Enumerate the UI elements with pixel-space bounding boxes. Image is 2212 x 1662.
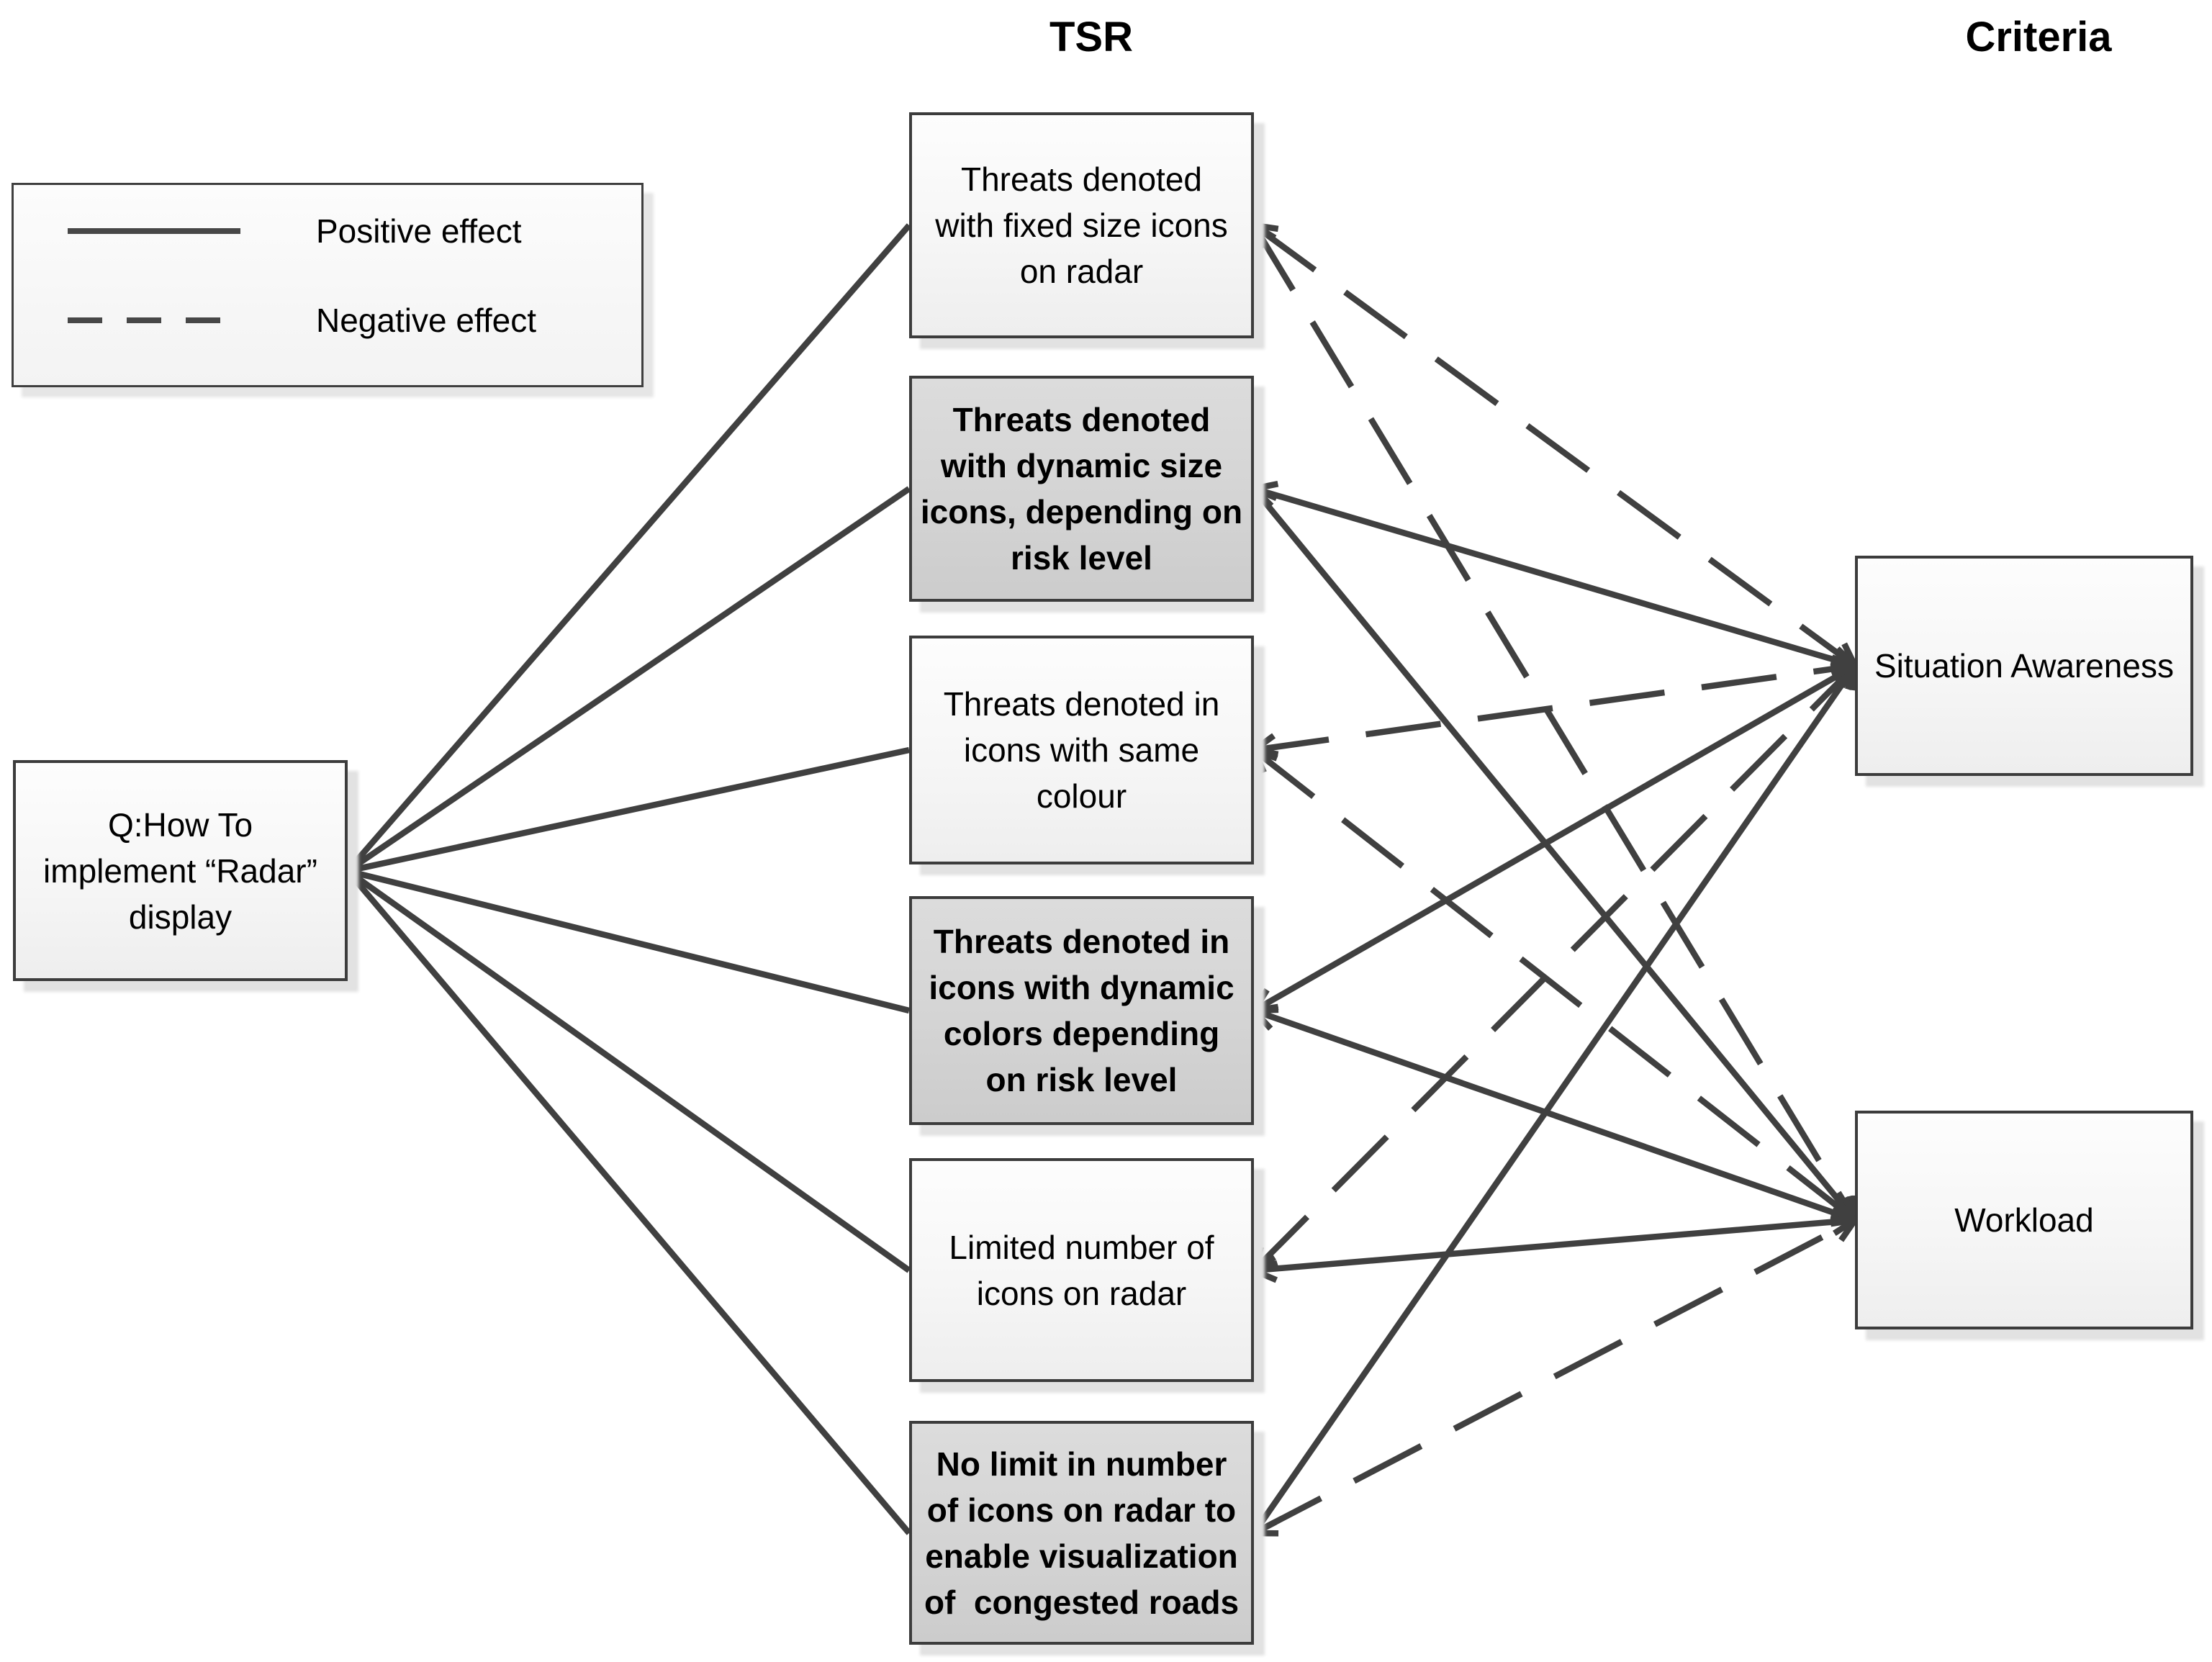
edge-q-b2: [346, 486, 911, 874]
question-label: Q:How To implement “Radar” display: [43, 805, 317, 936]
tsr-option-box-2: Threats denoted with dynamic size icons,…: [909, 376, 1254, 602]
tsr-option-box-5: Limited number of icons on radar: [909, 1158, 1254, 1382]
tsr-option-box-3: Threats denoted in icons with same colou…: [909, 636, 1254, 864]
tsr-option-box-6: No limit in number of icons on radar to …: [909, 1421, 1254, 1645]
legend-row-negative: Negative effect: [14, 297, 641, 343]
edge-b1-wl: [1254, 225, 1855, 1220]
tsr-column-header: TSR: [1049, 14, 1133, 60]
criterion-box-situation-awareness: Situation Awareness: [1855, 556, 2193, 776]
criteria-column-header: Criteria: [1965, 14, 2112, 60]
criterion-box-workload: Workload: [1855, 1111, 2193, 1329]
question-box: Q:How To implement “Radar” display: [13, 760, 348, 981]
edge-b2-sa: [1254, 489, 1855, 666]
tsr-option-6-label: No limit in number of icons on radar to …: [924, 1445, 1240, 1621]
edge-q-b6: [345, 869, 912, 1535]
tsr-option-box-1: Threats denoted with fixed size icons on…: [909, 112, 1254, 338]
tsr-option-4-label: Threats denoted in icons with dynamic co…: [929, 923, 1234, 1098]
positive-effect-line-sample: [68, 228, 240, 234]
tsr-option-2-label: Threats denoted with dynamic size icons,…: [920, 401, 1243, 577]
edge-b6-sa: [1254, 666, 1855, 1533]
criterion-situation-awareness-label: Situation Awareness: [1874, 647, 2174, 685]
legend: Positive effect Negative effect: [12, 183, 644, 387]
edge-q-b5: [346, 868, 911, 1273]
negative-effect-line-sample: [68, 317, 240, 323]
edge-q-b4: [346, 867, 911, 1014]
tsr-option-3-label: Threats denoted in icons with same colou…: [943, 685, 1220, 815]
tsr-option-1-label: Threats denoted with fixed size icons on…: [935, 161, 1228, 290]
tsr-option-box-4: Threats denoted in icons with dynamic co…: [909, 896, 1254, 1125]
tsr-option-5-label: Limited number of icons on radar: [949, 1228, 1214, 1312]
edge-b4-wl: [1254, 1011, 1855, 1220]
edge-b5-wl: [1254, 1220, 1855, 1270]
edge-b5-sa: [1254, 666, 1855, 1270]
legend-row-positive: Positive effect: [14, 208, 641, 254]
legend-negative-label: Negative effect: [316, 302, 537, 339]
edge-b3-sa: [1254, 666, 1855, 750]
criterion-workload-label: Workload: [1954, 1201, 2094, 1239]
edge-b6-wl: [1254, 1220, 1855, 1533]
edge-q-b3: [347, 746, 910, 875]
edge-q-b1: [345, 223, 912, 873]
edge-b3-wl: [1254, 750, 1855, 1220]
legend-positive-label: Positive effect: [316, 212, 522, 250]
